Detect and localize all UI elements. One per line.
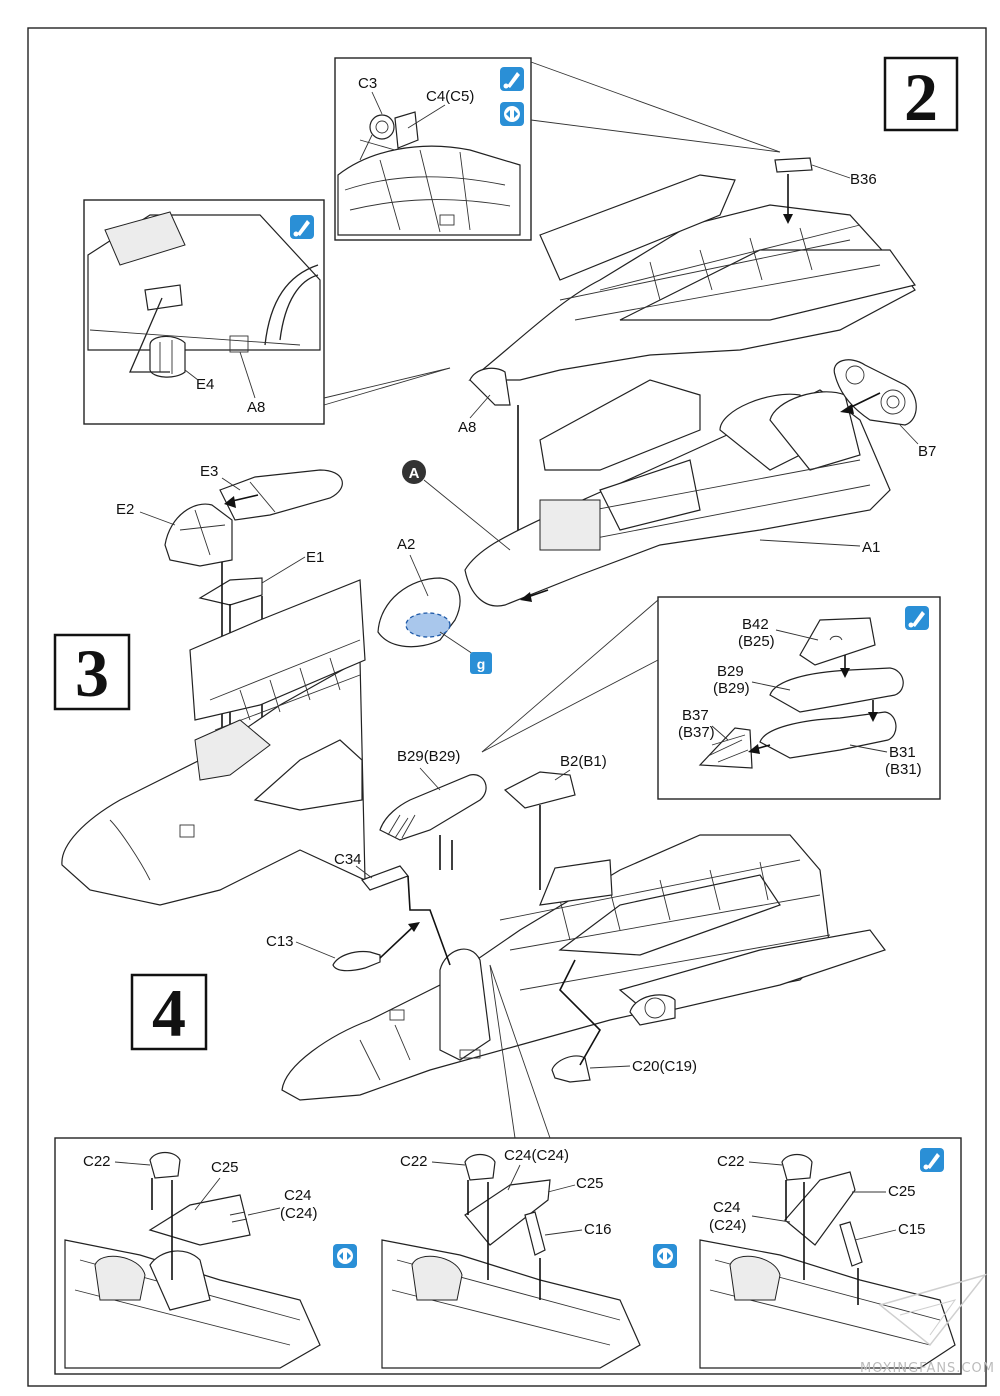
label-b29b: (B29) xyxy=(713,680,750,697)
part-b7: B7 xyxy=(833,359,936,460)
label-b29main: B29(B29) xyxy=(397,748,460,765)
label-c3: C3 xyxy=(358,75,377,92)
label-p1-c22: C22 xyxy=(83,1153,111,1170)
detail-view-3: C22 C25 C24 (C24) C15 xyxy=(699,1148,956,1369)
label-e2: E2 xyxy=(116,501,134,518)
detail-view-2: C22 C24(C24) C25 C16 xyxy=(381,1147,677,1369)
step-3-canopy: E3 E2 E1 xyxy=(116,463,343,790)
label-p1-c24a: C24 xyxy=(284,1187,312,1204)
step-4-aircraft xyxy=(281,834,886,1101)
label-b7: B7 xyxy=(918,443,936,460)
label-p2-c16: C16 xyxy=(584,1221,612,1238)
label-b37b: (B37) xyxy=(678,724,715,741)
option-icon xyxy=(653,1244,677,1268)
lower-fuselage: A1 xyxy=(464,379,891,607)
page-frame xyxy=(27,27,987,1387)
label-p3-c15: C15 xyxy=(898,1221,926,1238)
step-2-number-box: 2 xyxy=(883,56,959,135)
label-b36: B36 xyxy=(850,171,877,188)
detail-view-1: C22 C25 C24 (C24) xyxy=(64,1151,357,1369)
glue-icon xyxy=(500,67,524,91)
label-p1-c25: C25 xyxy=(211,1159,239,1176)
label-c34: C34 xyxy=(334,851,362,868)
label-e3: E3 xyxy=(200,463,218,480)
step-4-number: 4 xyxy=(152,975,186,1051)
paint-icon: g xyxy=(470,652,492,674)
inset-b42-b31: B42 (B25) B29 (B29) B37 (B37) B31 (B31) xyxy=(657,596,941,800)
glue-icon xyxy=(290,215,314,239)
label-p3-c24a: C24 xyxy=(713,1199,741,1216)
step-3-number-box: 3 xyxy=(53,633,131,711)
label-p2-c24c24: C24(C24) xyxy=(504,1147,569,1164)
step-3-number: 3 xyxy=(75,635,109,711)
option-icon xyxy=(500,102,524,126)
step-2-number: 2 xyxy=(904,59,938,135)
label-b37a: B37 xyxy=(682,707,709,724)
label-p1-c24b: (C24) xyxy=(280,1205,318,1222)
label-a8-inset: A8 xyxy=(247,399,265,416)
option-icon xyxy=(333,1244,357,1268)
inset-e4-a8: E4 A8 xyxy=(83,199,325,425)
label-p2-c22: C22 xyxy=(400,1153,428,1170)
label-b42: B42 xyxy=(742,616,769,633)
glue-icon xyxy=(920,1148,944,1172)
label-b2b1: B2(B1) xyxy=(560,753,607,770)
part-a2: A2 g xyxy=(377,536,492,674)
label-p3-c25: C25 xyxy=(888,1183,916,1200)
upper-fuselage: B36 A8 xyxy=(458,157,917,570)
inset-c3-c4: C3 C4(C5) xyxy=(334,57,532,241)
callout-a-label: A xyxy=(409,465,420,482)
label-e4: E4 xyxy=(196,376,214,393)
label-p3-c22: C22 xyxy=(717,1153,745,1170)
callout-a-marker: A xyxy=(402,460,511,551)
label-c13: C13 xyxy=(266,933,294,950)
step-3-fuselage xyxy=(61,579,366,906)
label-p2-c25: C25 xyxy=(576,1175,604,1192)
label-c20c19: C20(C19) xyxy=(632,1058,697,1075)
glue-icon xyxy=(905,606,929,630)
step-4-number-box: 4 xyxy=(130,973,208,1051)
label-a8-main: A8 xyxy=(458,419,476,436)
watermark-text: MOXINGFANS.COM xyxy=(860,1361,995,1376)
label-b29a: B29 xyxy=(717,663,744,680)
watermark: MOXINGFANS.COM xyxy=(860,1273,995,1376)
paint-code: g xyxy=(477,656,486,672)
bottom-detail-panel: C22 C25 C24 (C24) C22 C24(C24) xyxy=(54,1137,962,1375)
label-p3-c24b: (C24) xyxy=(709,1217,747,1234)
label-b31a: B31 xyxy=(889,744,916,761)
label-b25: (B25) xyxy=(738,633,775,650)
step-4-parts: B29(B29) B2(B1) C34 C13 C20(C19) xyxy=(266,748,697,1083)
label-c4c5: C4(C5) xyxy=(426,88,474,105)
label-b31b: (B31) xyxy=(885,761,922,778)
label-a1: A1 xyxy=(862,539,880,556)
label-e1: E1 xyxy=(306,549,324,566)
label-a2: A2 xyxy=(397,536,415,553)
